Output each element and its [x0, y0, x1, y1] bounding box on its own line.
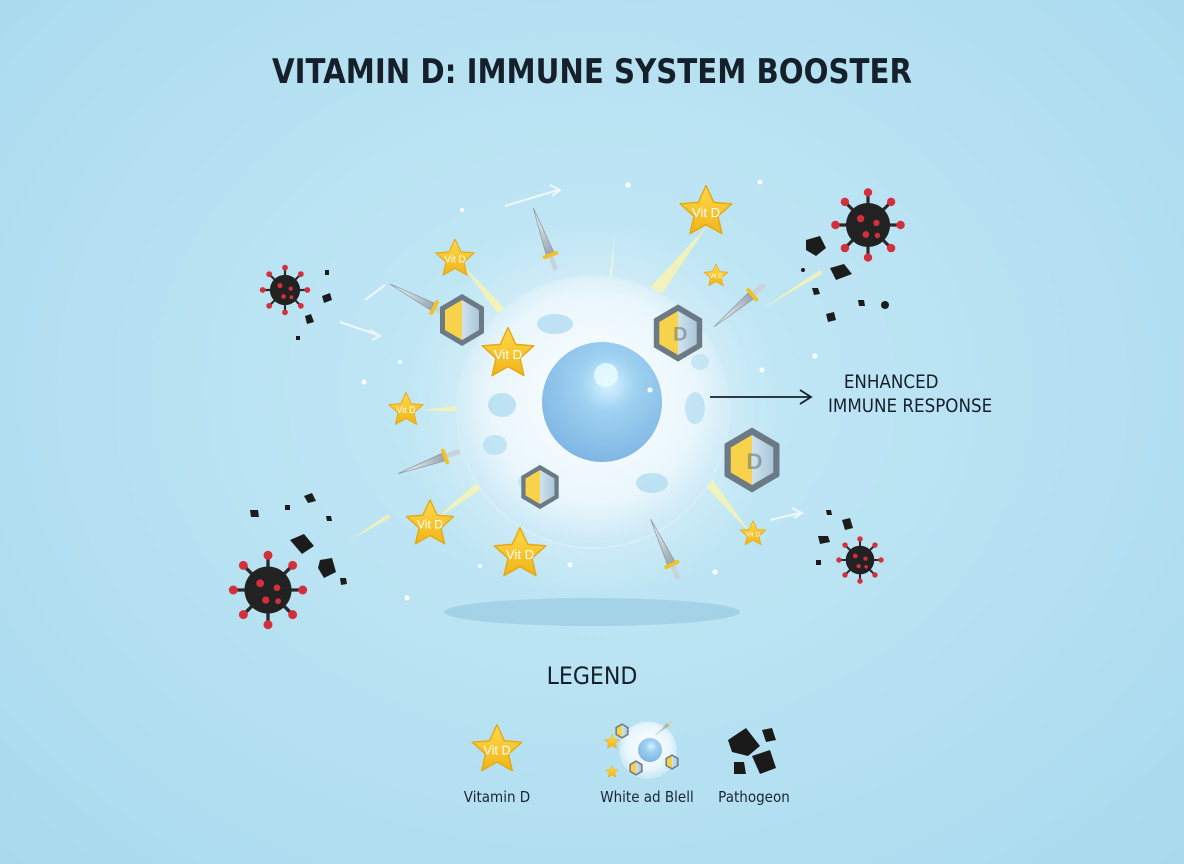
svg-text:Vit D: Vit D — [397, 405, 416, 415]
response-arrow — [710, 389, 813, 405]
svg-text:Vit D: Vit D — [746, 531, 760, 538]
svg-text:D: D — [746, 449, 762, 474]
vitamin-d-shields: D D — [440, 294, 780, 510]
svg-text:Vit D: Vit D — [444, 255, 465, 266]
response-line-1: ENHANCED — [843, 371, 939, 393]
legend-label-pathogen: Pathogeon — [718, 788, 790, 806]
vitamin-d-star-icon: Vit D — [493, 526, 547, 577]
svg-text:Vit D: Vit D — [417, 517, 443, 531]
vitamin-d-stars: Vit D Vit D Vit D Vit D Vit D Vit D Vit … — [388, 184, 767, 577]
legend-white-blood-cell-icon — [604, 719, 679, 779]
legend-pathogen-fragments-icon — [728, 728, 776, 774]
vitamin-d-star-icon: Vit D — [405, 499, 455, 545]
legend-label-vitamin-d: Vitamin D — [463, 788, 531, 806]
shield-icon: D — [724, 427, 780, 493]
virus-icon — [227, 549, 309, 631]
svg-text:Vit D: Vit D — [692, 205, 720, 220]
cell-shadow — [444, 598, 740, 626]
svg-text:Vit D: Vit D — [710, 274, 724, 280]
shield-icon: D — [653, 304, 703, 362]
pathogen-fragments — [250, 236, 889, 585]
legend-title: LEGEND — [546, 662, 638, 690]
legend-vitamin-d-star-icon: Vit D — [471, 724, 523, 772]
virus-icon — [829, 186, 907, 264]
response-line-2: IMMUNE RESPONSE — [828, 395, 993, 417]
vitamin-d-star-icon: Vit D — [703, 263, 729, 287]
svg-text:D: D — [673, 324, 687, 346]
virus-icon — [258, 263, 312, 317]
svg-text:Vit D: Vit D — [494, 347, 522, 362]
spark-arrows — [339, 184, 805, 521]
vitamin-d-star-icon: Vit D — [679, 184, 733, 235]
svg-text:Vit D: Vit D — [483, 744, 510, 758]
legend-label-white-blood-cell: White ad Blell — [600, 788, 694, 806]
page-title: VITAMIN D: IMMUNE SYSTEM BOOSTER — [271, 52, 913, 92]
enhanced-immune-response-label: ENHANCED IMMUNE RESPONSE — [828, 370, 992, 418]
virus-icon — [835, 535, 885, 585]
particles — [361, 179, 818, 601]
cell-nucleus — [542, 342, 662, 462]
vitamin-d-star-icon: Vit D — [435, 238, 475, 276]
svg-text:Vit D: Vit D — [506, 547, 534, 562]
vitamin-d-star-icon: Vit D — [388, 391, 424, 425]
vitamin-d-star-icon: Vit D — [481, 326, 535, 377]
vitamin-d-star-icon: Vit D — [739, 520, 767, 546]
